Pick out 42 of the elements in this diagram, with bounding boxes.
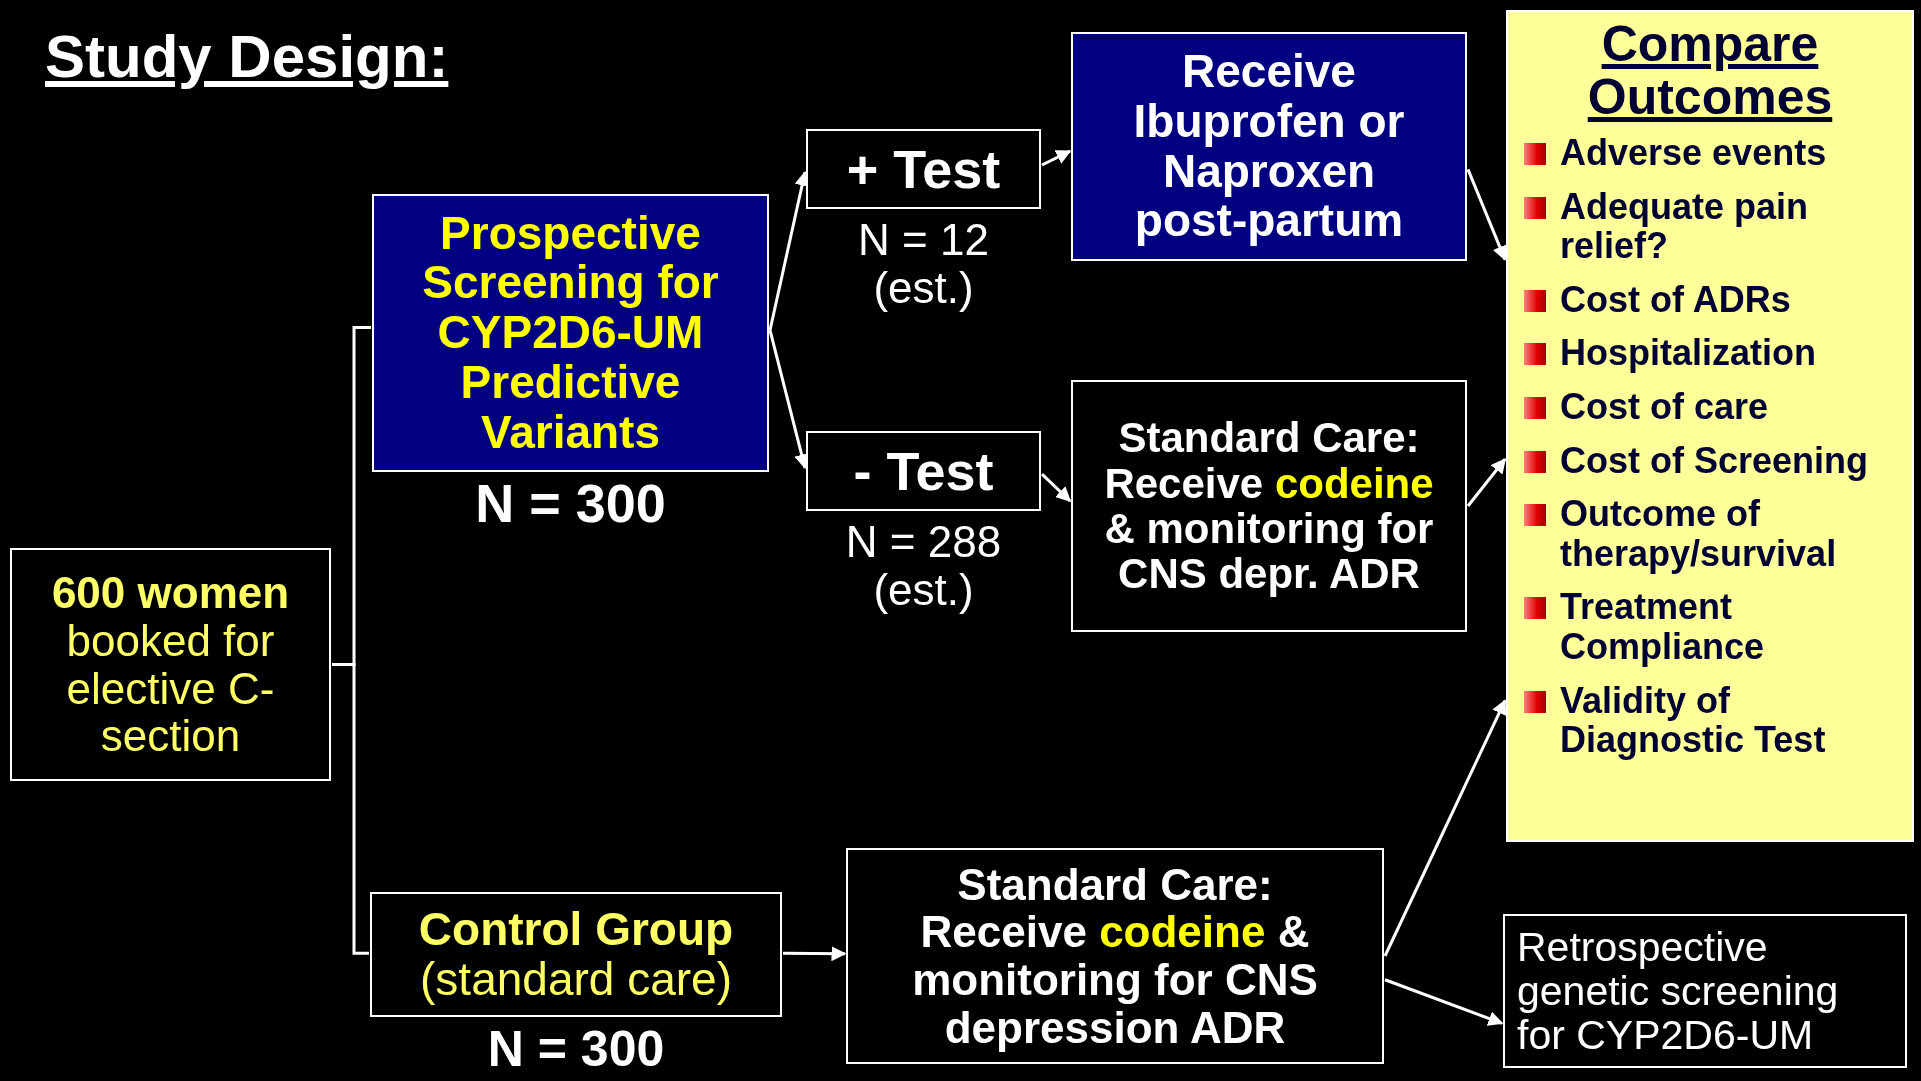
arrow — [783, 946, 847, 962]
panel-heading: Compare Outcomes — [1586, 18, 1834, 123]
process-box — [1503, 914, 1907, 1068]
box-text: Prospective Screening for CYP2D6-UM Predictive Variants — [421, 208, 720, 458]
arrow — [1466, 168, 1507, 261]
outcomes-panel — [1506, 10, 1914, 842]
arrow — [1384, 978, 1504, 1026]
outcome-item: Validity of Diagnostic Test — [1560, 680, 1827, 760]
connector-line — [332, 663, 369, 955]
box-text: Retrospective genetic screening for CYP2D6-UM — [1517, 924, 1840, 1058]
outcome-item: Adequate pain relief? — [1560, 186, 1810, 266]
process-box — [1071, 32, 1467, 261]
box-text: Receive Ibuprofen or Naproxen post-partum — [1132, 47, 1406, 246]
outcome-item: Hospitalization — [1560, 333, 1816, 373]
box-text: + Test — [846, 139, 1001, 199]
box-text: - Test — [853, 441, 994, 501]
arrow — [1040, 473, 1072, 503]
diagram-title: Study Design: — [45, 22, 449, 91]
box-text: Standard Care: Receive codeine & monitoring for CNS depr. ADR — [1103, 415, 1435, 597]
outcome-item: Outcome of therapy/survival — [1560, 494, 1838, 574]
outcome-item: Cost of ADRs — [1560, 279, 1791, 320]
process-box — [370, 892, 782, 1017]
outcome-item: Adverse events — [1560, 133, 1827, 173]
process-box — [806, 431, 1041, 511]
outcome-item: Cost of care — [1560, 386, 1769, 427]
outcome-item: Cost of Screening — [1560, 440, 1869, 481]
count-label: N = 12 (est.) — [857, 216, 990, 313]
process-box — [10, 548, 331, 781]
arrow — [1041, 149, 1072, 167]
box-text: 600 women booked for elective C-section — [50, 569, 291, 760]
arrow — [1383, 699, 1507, 957]
count-label: N = 300 — [474, 474, 667, 534]
process-box — [846, 848, 1384, 1064]
box-text: Control Group (standard care) — [417, 904, 735, 1005]
box-text: Standard Care: Receive codeine & monitoring for CNS depression ADR — [911, 860, 1319, 1052]
count-label: N = 288 (est.) — [844, 518, 1003, 615]
arrow — [1466, 458, 1507, 507]
outcome-item: Treatment Compliance — [1560, 587, 1766, 667]
process-box — [372, 194, 769, 472]
count-label: N = 300 — [486, 1022, 666, 1077]
process-box — [806, 129, 1041, 209]
process-box — [1071, 380, 1467, 632]
